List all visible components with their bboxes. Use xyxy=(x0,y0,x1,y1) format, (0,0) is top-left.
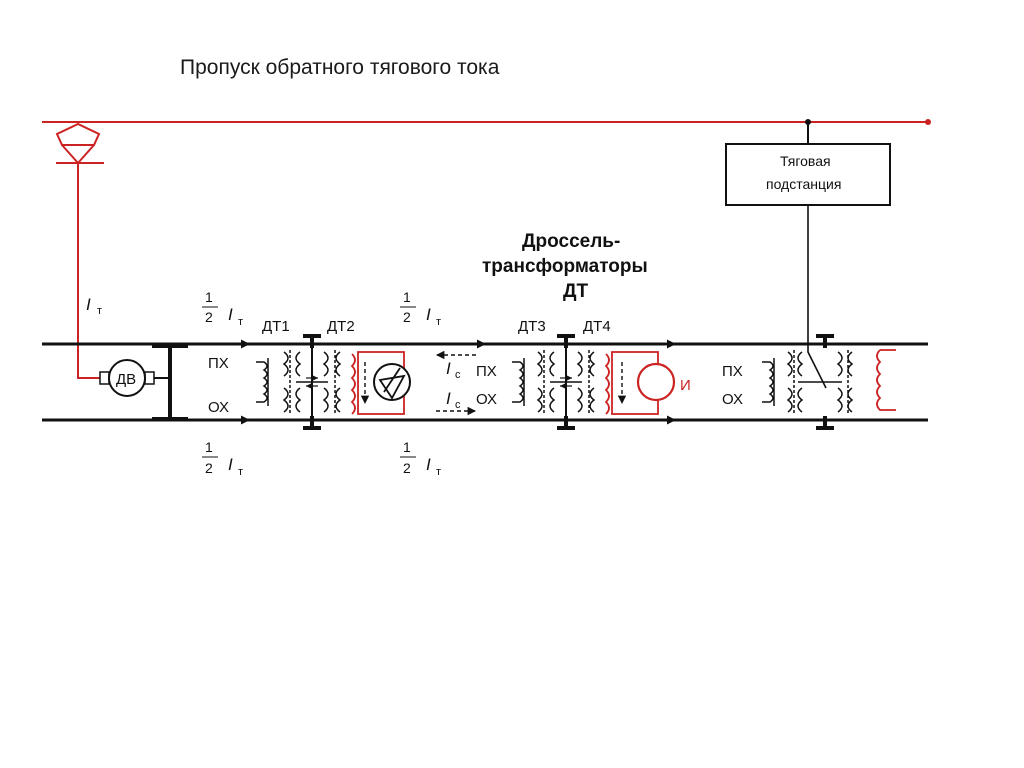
svg-text:2: 2 xyxy=(205,460,213,476)
svg-text:2: 2 xyxy=(403,460,411,476)
motor-terminal-right xyxy=(144,371,155,385)
dt-heading-1: Дроссель- xyxy=(522,231,620,252)
dt4-label: ДТ4 xyxy=(583,318,611,335)
locomotive-feed-wire xyxy=(77,163,100,379)
track-relay-2 xyxy=(604,351,676,415)
ox-label: ОХ xyxy=(208,399,229,416)
signal-current-top: I xyxy=(446,359,451,378)
rail-current-arrows xyxy=(235,339,676,425)
choke-transformer-substation xyxy=(786,334,854,430)
dt2-label: ДТ2 xyxy=(327,318,355,335)
ox-label-3: ОХ xyxy=(722,391,743,408)
svg-text:2: 2 xyxy=(403,309,411,325)
svg-text:1: 1 xyxy=(403,439,411,455)
wheelset xyxy=(152,344,188,421)
svg-text:I: I xyxy=(426,305,431,324)
svg-text:I: I xyxy=(426,455,431,474)
dt3-arrows xyxy=(560,374,572,390)
svg-text:c: c xyxy=(455,369,461,381)
svg-text:1: 1 xyxy=(205,439,213,455)
svg-text:1: 1 xyxy=(205,289,213,305)
indicator-label: И xyxy=(680,377,691,394)
track-coil-3 xyxy=(762,358,775,406)
feed-junction xyxy=(805,119,811,125)
svg-text:I: I xyxy=(228,305,233,324)
track-relay-1 xyxy=(350,351,411,415)
motor-terminal-left xyxy=(99,371,110,385)
px-label-3: ПХ xyxy=(722,363,743,380)
svg-text:т: т xyxy=(238,466,243,478)
pantograph-icon xyxy=(55,122,104,164)
ox-label-2: ОХ xyxy=(476,391,497,408)
current-symbol: I xyxy=(86,295,91,314)
motor-label: ДВ xyxy=(116,371,136,388)
choke-transformer-dt3-dt4 xyxy=(536,334,596,430)
track-coil-2 xyxy=(512,358,525,406)
px-label-2: ПХ xyxy=(476,363,497,380)
dt3-label: ДТ3 xyxy=(518,318,546,335)
svg-text:I: I xyxy=(86,295,91,314)
traction-substation xyxy=(725,143,891,206)
page-title: Пропуск обратного тягового тока xyxy=(180,56,500,79)
svg-text:1: 1 xyxy=(403,289,411,305)
half-current-labels: 1 2 I т 1 2 I т 1 2 I т 1 2 I т xyxy=(202,289,441,478)
dt1-label: ДТ1 xyxy=(262,318,290,335)
track-relay-3 xyxy=(876,349,896,411)
dt-heading-2: трансформаторы xyxy=(482,256,648,277)
contact-wire-end xyxy=(925,119,931,125)
svg-text:т: т xyxy=(238,316,243,328)
svg-text:т: т xyxy=(436,466,441,478)
svg-text:2: 2 xyxy=(205,309,213,325)
track-coil xyxy=(256,358,269,406)
svg-text:c: c xyxy=(455,399,461,411)
dt-heading-3: ДТ xyxy=(563,281,589,302)
choke-transformer-dt1-dt2 xyxy=(282,334,342,430)
dt1-arrows xyxy=(306,374,318,390)
svg-text:I: I xyxy=(228,455,233,474)
substation-label-2: подстанция xyxy=(766,176,841,192)
traction-motor xyxy=(108,359,146,397)
substation-return-wire xyxy=(807,205,827,389)
signal-current-bottom: I xyxy=(446,389,451,408)
current-sub: т xyxy=(97,305,102,317)
substation-label-1: Тяговая xyxy=(780,153,831,169)
svg-text:т: т xyxy=(436,316,441,328)
px-label: ПХ xyxy=(208,355,229,372)
